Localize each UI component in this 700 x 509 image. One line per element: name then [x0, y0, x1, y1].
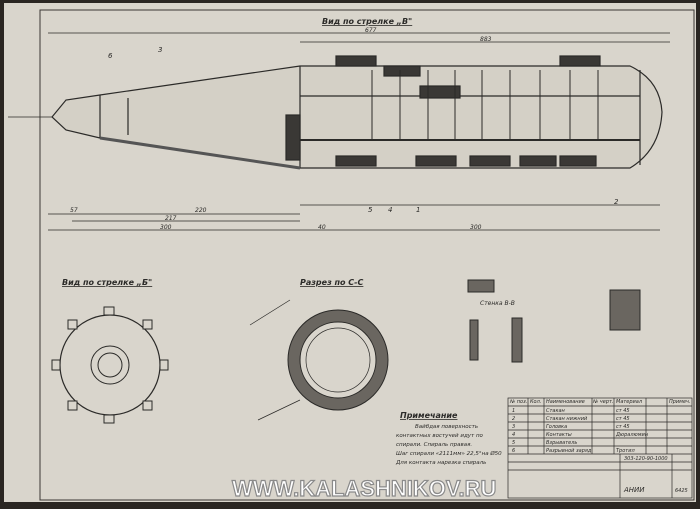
row-num: 2 — [512, 416, 515, 422]
dim-bottom-small: 57 — [70, 207, 78, 214]
row-num: 5 — [512, 440, 515, 446]
org-name: АНИИ — [623, 486, 645, 494]
row-name: Взрыватель — [546, 440, 577, 446]
view-b-top-title: Вид по стрелке „В" — [322, 17, 412, 26]
row-name: Разрывной заряд — [546, 448, 592, 454]
row-name: Контакты — [546, 432, 572, 438]
dim-body-top: 883 — [480, 36, 492, 43]
header-cell: Наименование — [546, 399, 585, 405]
sheet-number: 6425 — [675, 488, 688, 494]
callout-3: 3 — [158, 46, 162, 54]
row-name: Стакан — [546, 408, 566, 414]
header-cell: Кол. — [530, 399, 541, 405]
end-view — [51, 306, 169, 424]
dim-bottom-left: 300 — [160, 224, 172, 231]
note-line: контактных востучей идут по — [396, 433, 484, 439]
row-num: 6 — [512, 448, 515, 454]
callout-4: 4 — [388, 206, 392, 214]
note-line: Вайбдая поверхность — [415, 424, 478, 430]
header-cell: Материал — [616, 399, 643, 405]
row-name: Головка — [546, 424, 567, 430]
view-b-bottom-title: Вид по стрелке „Б" — [62, 278, 152, 287]
row-num: 3 — [512, 424, 515, 430]
dim-overall-top: 677 — [365, 27, 377, 34]
dimension-lines — [48, 32, 670, 231]
note-line: спирали. Спираль правая. — [396, 442, 472, 448]
callout-2: 2 — [614, 198, 619, 206]
header-cell: Примеч. — [669, 399, 691, 405]
detail-views — [467, 279, 641, 363]
row-num: 1 — [512, 408, 515, 414]
callout-6: 6 — [108, 52, 113, 60]
note-line: Шаг спирали «2111мм» 22,5°на Ø50 — [396, 450, 502, 457]
dim-bottom-right: 300 — [470, 224, 482, 231]
row-mat: ст 45 — [616, 416, 630, 422]
section-cc-view — [249, 299, 389, 421]
header-cell: № поз. — [509, 399, 527, 405]
row-mat: ст 45 — [616, 424, 630, 430]
dim-bottom-mid: 220 — [195, 207, 207, 214]
row-name: Стакан нижний — [546, 416, 588, 422]
view-bb-title: Стенка В-В — [480, 300, 515, 307]
row-mat: Тротил — [616, 448, 635, 454]
watermark: WWW.KALASHNIKOV.RU — [232, 476, 496, 501]
callout-1: 1 — [416, 206, 420, 214]
row-mat: Дюралюмин — [615, 432, 649, 438]
row-num: 4 — [512, 432, 515, 438]
title-block-rows: № поз. Кол. Наименование № черт. Материа… — [509, 399, 691, 494]
note-line: Для контакта нарезка спираль — [395, 460, 486, 466]
section-cc-title: Разрез по С-С — [300, 278, 363, 287]
callouts: 6 3 1 2 4 5 — [108, 46, 619, 214]
header-cell: № черт. — [592, 399, 614, 405]
drawing-number: 303-120-90-1000 — [624, 456, 668, 462]
projectile-side-view — [8, 55, 663, 170]
title-block — [507, 397, 693, 499]
dim-bottom-inner: 217 — [165, 215, 177, 222]
row-mat: ст 45 — [616, 408, 630, 414]
callout-5: 5 — [368, 206, 373, 214]
dim-gap: 40 — [318, 224, 326, 231]
note-heading: Примечание — [400, 411, 458, 420]
note-text: Вайбдая поверхность контактных востучей … — [395, 424, 502, 466]
